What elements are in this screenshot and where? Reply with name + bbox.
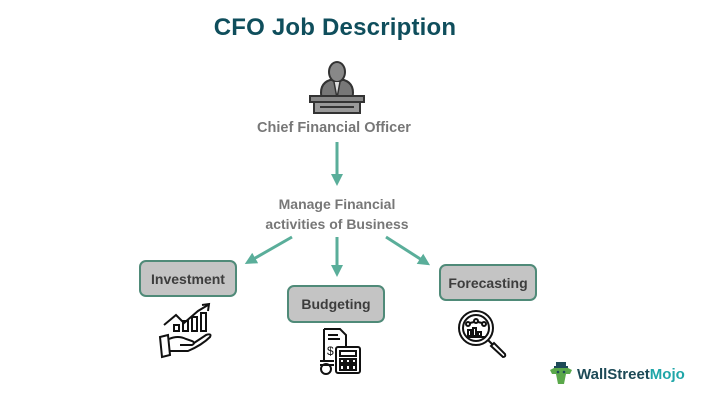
- executive-podium-icon: [309, 61, 365, 114]
- brand-name-part2: Mojo: [649, 365, 685, 383]
- brand-name-part1: WallStreet: [577, 365, 650, 383]
- page-title: CFO Job Description: [213, 14, 457, 41]
- bull-logo-icon: [550, 362, 572, 384]
- middle-line1: Manage Financial: [278, 196, 396, 212]
- middle-line2: activities of Business: [265, 216, 409, 232]
- investment-box: Investment: [139, 260, 237, 297]
- root-label: Chief Financial Officer: [257, 120, 411, 136]
- magnifier-chart-icon: [458, 310, 507, 359]
- svg-text:$: $: [327, 344, 334, 358]
- forecasting-box: Forecasting: [439, 264, 537, 301]
- calculator-document-coins-icon: $: [320, 328, 361, 375]
- budgeting-box: Budgeting: [287, 285, 385, 323]
- hand-growth-chart-icon: [158, 302, 212, 359]
- middle-label: Manage Financial activities of Business: [237, 194, 437, 234]
